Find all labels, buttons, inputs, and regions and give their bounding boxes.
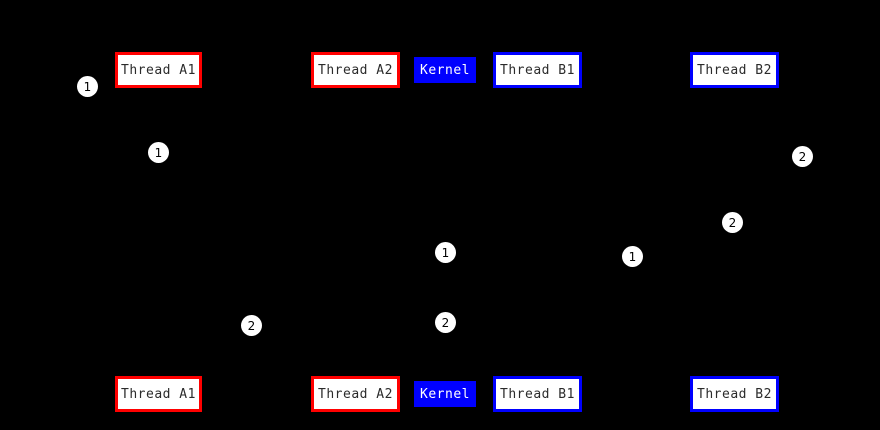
participant-box-thread-a1-top[interactable]: Thread A1 [115, 52, 202, 88]
lifeline-thread-b1 [537, 88, 538, 376]
participant-label-thread-a2-top: Thread A2 [318, 62, 393, 78]
participant-box-thread-b1-top[interactable]: Thread B1 [493, 52, 582, 88]
sequence-bullet-2-thread-a1-receive: 2 [241, 315, 262, 336]
message-arrowhead-1-b2-to-b1 [537, 252, 546, 262]
participant-box-kernel-top[interactable]: Kernel [414, 57, 476, 83]
participant-label-thread-b2-top: Thread B2 [697, 62, 772, 78]
participant-label-thread-a1-top: Thread A1 [121, 62, 196, 78]
sequence-bullet-label: 1 [154, 145, 163, 160]
participant-box-kernel-bottom[interactable]: Kernel [414, 381, 476, 407]
message-arrowhead-2-kernel-to-b1 [528, 318, 537, 328]
participant-label-thread-a2-bottom: Thread A2 [318, 386, 393, 402]
sequence-bullet-label: 2 [247, 318, 256, 333]
participant-box-thread-a1-bottom[interactable]: Thread A1 [115, 376, 202, 412]
lifeline-kernel [445, 83, 446, 381]
sequence-bullet-2-thread-b2-activation: 2 [722, 212, 743, 233]
lifeline-thread-a1 [158, 88, 159, 376]
sequence-bullet-1-thread-b1-receive: 1 [622, 246, 643, 267]
participant-box-thread-a2-top[interactable]: Thread A2 [311, 52, 400, 88]
lifeline-thread-a2 [355, 88, 356, 376]
participant-label-kernel-bottom: Kernel [420, 386, 470, 402]
message-arrowhead-2-a2-to-a1 [158, 321, 167, 331]
participant-box-thread-b1-bottom[interactable]: Thread B1 [493, 376, 582, 412]
sequence-bullet-label: 1 [441, 245, 450, 260]
message-arrow-1-a1-to-kernel [158, 253, 445, 254]
sequence-bullet-1-thread-a1-entry: 1 [77, 76, 98, 97]
participant-box-thread-b2-top[interactable]: Thread B2 [690, 52, 779, 88]
sequence-bullet-2-kernel-receive: 2 [435, 312, 456, 333]
participant-box-thread-b2-bottom[interactable]: Thread B2 [690, 376, 779, 412]
sequence-bullet-1-kernel-receive: 1 [435, 242, 456, 263]
participant-label-thread-a1-bottom: Thread A1 [121, 386, 196, 402]
participant-label-thread-b2-bottom: Thread B2 [697, 386, 772, 402]
message-arrow-2-kernel-to-b1 [445, 323, 537, 324]
sequence-bullet-2-thread-b2-entry: 2 [792, 146, 813, 167]
sequence-bullet-label: 2 [798, 149, 807, 164]
sequence-bullet-label: 1 [83, 79, 92, 94]
participant-box-thread-a2-bottom[interactable]: Thread A2 [311, 376, 400, 412]
sequence-bullet-label: 1 [628, 249, 637, 264]
participant-label-kernel-top: Kernel [420, 62, 470, 78]
participant-label-thread-b1-top: Thread B1 [500, 62, 575, 78]
participant-label-thread-b1-bottom: Thread B1 [500, 386, 575, 402]
sequence-bullet-label: 2 [441, 315, 450, 330]
sequence-bullet-label: 2 [728, 215, 737, 230]
sequence-bullet-1-thread-a1-activation: 1 [148, 142, 169, 163]
